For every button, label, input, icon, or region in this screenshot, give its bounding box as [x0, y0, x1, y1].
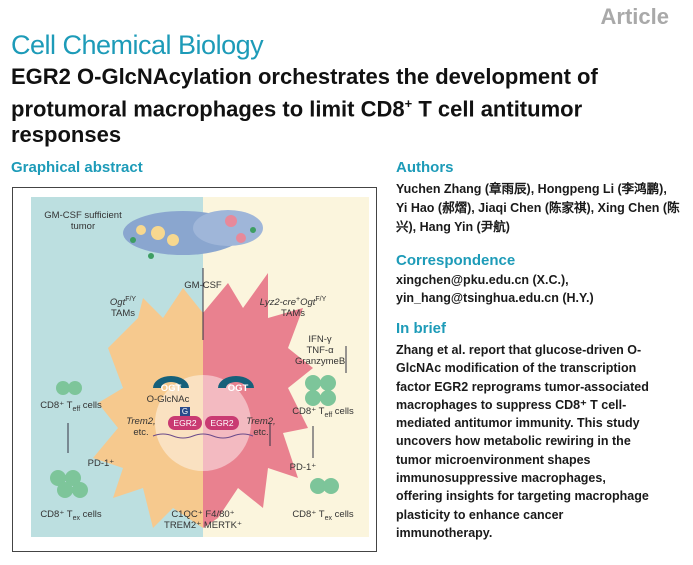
ogt-ko-label: OGT: [227, 383, 249, 394]
in-brief-text: Zhang et al. report that glucose-driven …: [396, 343, 649, 540]
tex-right-label: CD8⁺ Tex cells: [292, 509, 354, 522]
email-1[interactable]: xingchen@pku.edu.cn (X.C.),: [396, 273, 569, 287]
trem2-right: Trem2,etc.: [246, 416, 276, 438]
nucleus: [155, 375, 251, 471]
tumor-cluster: [123, 210, 263, 259]
authors-heading: Authors: [396, 159, 454, 176]
ogt-label: OGT: [160, 383, 182, 394]
title-text: EGR2 O-GlcNAcylation orchestrates the de…: [11, 64, 598, 121]
gmcsf-label: GM-CSF: [184, 280, 222, 291]
g-label: G: [181, 407, 189, 416]
trem2-left: Trem2,etc.: [126, 416, 156, 438]
paper-title: EGR2 O-GlcNAcylation orchestrates the de…: [11, 64, 681, 149]
journal-name: Cell Chemical Biology: [11, 30, 264, 60]
egr2-right: [205, 416, 239, 430]
wt-macrophage: [93, 288, 203, 528]
tumor-label: GM-CSF sufficient tumor: [44, 210, 122, 232]
ko-macrophage: [203, 273, 313, 528]
ogt-ko-icon: [218, 376, 254, 388]
graphical-abstract-heading: Graphical abstract: [11, 159, 143, 176]
egr2-label-2: EGR2: [210, 418, 234, 428]
article-label: Article: [600, 4, 669, 29]
teff-right-label: CD8⁺ Teff cells: [292, 406, 354, 419]
authors-list: Yuchen Zhang (章雨辰), Hongpeng Li (李鸿鹏), Y…: [396, 182, 680, 234]
o-glcnac-label: O-GlcNAc: [146, 394, 190, 405]
correspondence-heading: Correspondence: [396, 252, 516, 269]
in-brief-heading: In brief: [396, 320, 447, 337]
pd1-right: PD-1⁺: [289, 462, 317, 473]
tex-left-label: CD8⁺ Tex cells: [40, 509, 102, 522]
title-sup: +: [404, 95, 413, 111]
egr2-left: [168, 416, 202, 430]
title-text-2: T cell antitumor responses: [11, 95, 583, 148]
markers-label: C1QC⁺ F4/80⁺TREM2⁺ MERTK⁺: [164, 509, 242, 531]
glcnac-g-icon: [180, 407, 190, 416]
ogt-icon: [153, 376, 189, 388]
egr2-label: EGR2: [173, 418, 197, 428]
figure-art: [31, 197, 369, 537]
teff-left-label: CD8⁺ Teff cells: [40, 400, 102, 413]
email-2[interactable]: yin_hang@tsinghua.edu.cn (H.Y.): [396, 291, 594, 305]
pd1-left: PD-1⁺: [87, 458, 115, 469]
t-cells-icon: [50, 375, 339, 498]
dna-icon: [152, 433, 254, 439]
